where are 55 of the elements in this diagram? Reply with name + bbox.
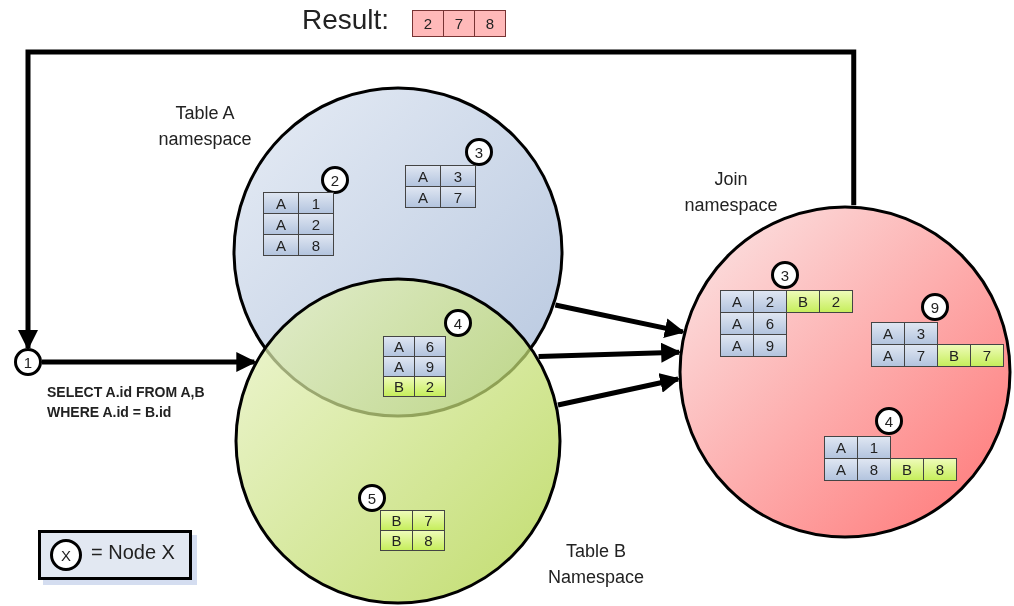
table-cell: 7 bbox=[412, 510, 445, 531]
table-cell: 2 bbox=[753, 290, 787, 313]
table-cell: 3 bbox=[904, 322, 938, 345]
table-cell: A bbox=[824, 458, 858, 481]
result-cell: 8 bbox=[474, 10, 506, 37]
table-cell: A bbox=[263, 213, 299, 235]
table-cell: 9 bbox=[753, 334, 787, 357]
table-cell: 3 bbox=[440, 165, 476, 187]
table-cell: 1 bbox=[857, 436, 891, 459]
table-cell: 2 bbox=[819, 290, 853, 313]
table-cell: 1 bbox=[298, 192, 334, 214]
table-cell: A bbox=[720, 312, 754, 335]
table-cell: 6 bbox=[414, 336, 446, 357]
arrow bbox=[557, 373, 681, 408]
result-heading: Result: bbox=[302, 4, 390, 36]
arrow bbox=[18, 49, 857, 350]
namespace-heading: Join namespace bbox=[683, 168, 779, 217]
table-cell: 2 bbox=[414, 376, 446, 397]
table-cell: B bbox=[380, 530, 413, 551]
table-cell: B bbox=[786, 290, 820, 313]
table-cell: 8 bbox=[857, 458, 891, 481]
table-cell: 7 bbox=[904, 344, 938, 367]
table-cell: A bbox=[720, 290, 754, 313]
table-cell: B bbox=[937, 344, 971, 367]
node-marker: 1 bbox=[14, 348, 42, 376]
arrow bbox=[538, 342, 682, 363]
table-cell: B bbox=[890, 458, 924, 481]
table-cell: 7 bbox=[970, 344, 1004, 367]
table-cell: 8 bbox=[923, 458, 957, 481]
table-cell: A bbox=[871, 322, 905, 345]
table-cell: 8 bbox=[298, 234, 334, 256]
table-cell: 9 bbox=[414, 356, 446, 377]
table-cell: 2 bbox=[298, 213, 334, 235]
table-cell: A bbox=[824, 436, 858, 459]
result-cell: 2 bbox=[412, 10, 444, 37]
namespace-heading: Table A namespace bbox=[157, 102, 253, 151]
table-cell: A bbox=[720, 334, 754, 357]
table-cell: A bbox=[405, 186, 441, 208]
table-cell: A bbox=[263, 234, 299, 256]
table-cell: A bbox=[871, 344, 905, 367]
table-cell: A bbox=[383, 336, 415, 357]
namespace-heading: Table B Namespace bbox=[546, 540, 645, 589]
legend-text: = Node X bbox=[91, 541, 175, 564]
query-text: SELECT A.id FROM A,B WHERE A.id = B.id bbox=[47, 383, 206, 422]
legend-symbol: X bbox=[50, 539, 82, 571]
table-cell: B bbox=[383, 376, 415, 397]
table-cell: 6 bbox=[753, 312, 787, 335]
table-cell: 7 bbox=[440, 186, 476, 208]
table-cell: 8 bbox=[412, 530, 445, 551]
arrow bbox=[554, 302, 685, 338]
table-cell: A bbox=[405, 165, 441, 187]
result-cell: 7 bbox=[443, 10, 475, 37]
table-cell: A bbox=[383, 356, 415, 377]
arrow bbox=[42, 352, 257, 372]
table-cell: A bbox=[263, 192, 299, 214]
